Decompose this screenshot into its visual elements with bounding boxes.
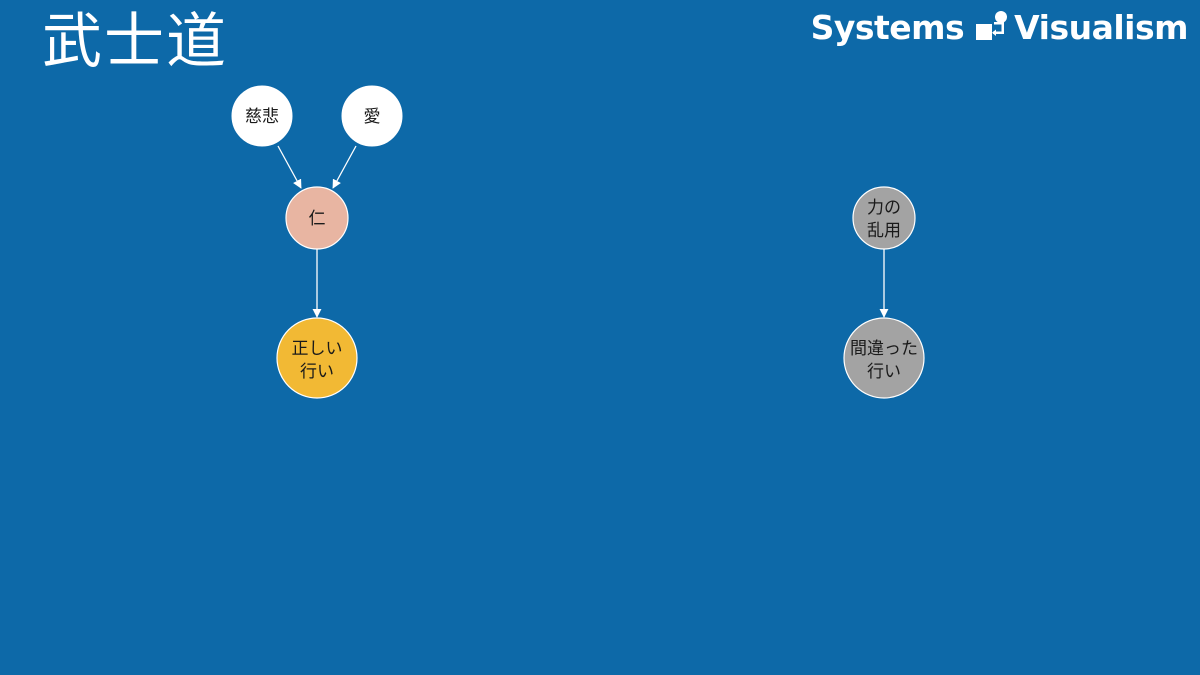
node-tadashii-label-line1: 正しい xyxy=(292,339,343,359)
node-ranyo-label-line1: 力の xyxy=(867,198,901,218)
brand-logo: Systems Visualism xyxy=(810,5,1189,49)
node-jin: 仁 xyxy=(285,186,349,250)
systems-visualism-logo-icon xyxy=(974,10,1008,44)
node-chikara-no-ranyo: 力の 乱用 xyxy=(852,186,916,250)
node-jihi-label: 慈悲 xyxy=(245,107,279,127)
node-ai: 愛 xyxy=(340,84,404,148)
node-jihi: 慈悲 xyxy=(230,84,294,148)
brand-name-left: Systems xyxy=(810,7,965,47)
node-ranyo-label-line2: 乱用 xyxy=(867,221,901,241)
node-machigai-label-line2: 行い xyxy=(867,362,901,382)
node-machigai-label-line1: 間違った xyxy=(850,339,918,359)
node-tadashii-label-line2: 行い xyxy=(300,362,334,382)
node-jin-label: 仁 xyxy=(309,209,326,229)
node-ai-label: 愛 xyxy=(364,107,381,127)
brand-name-right: Visualism xyxy=(1014,7,1188,47)
node-tadashii-okonai: 正しい 行い xyxy=(276,317,358,399)
slide-title: 武士道 xyxy=(42,7,228,77)
node-machigatta-okonai: 間違った 行い xyxy=(843,317,925,399)
edge-jihi-to-jin xyxy=(277,145,302,189)
edge-ai-to-jin xyxy=(332,145,357,189)
